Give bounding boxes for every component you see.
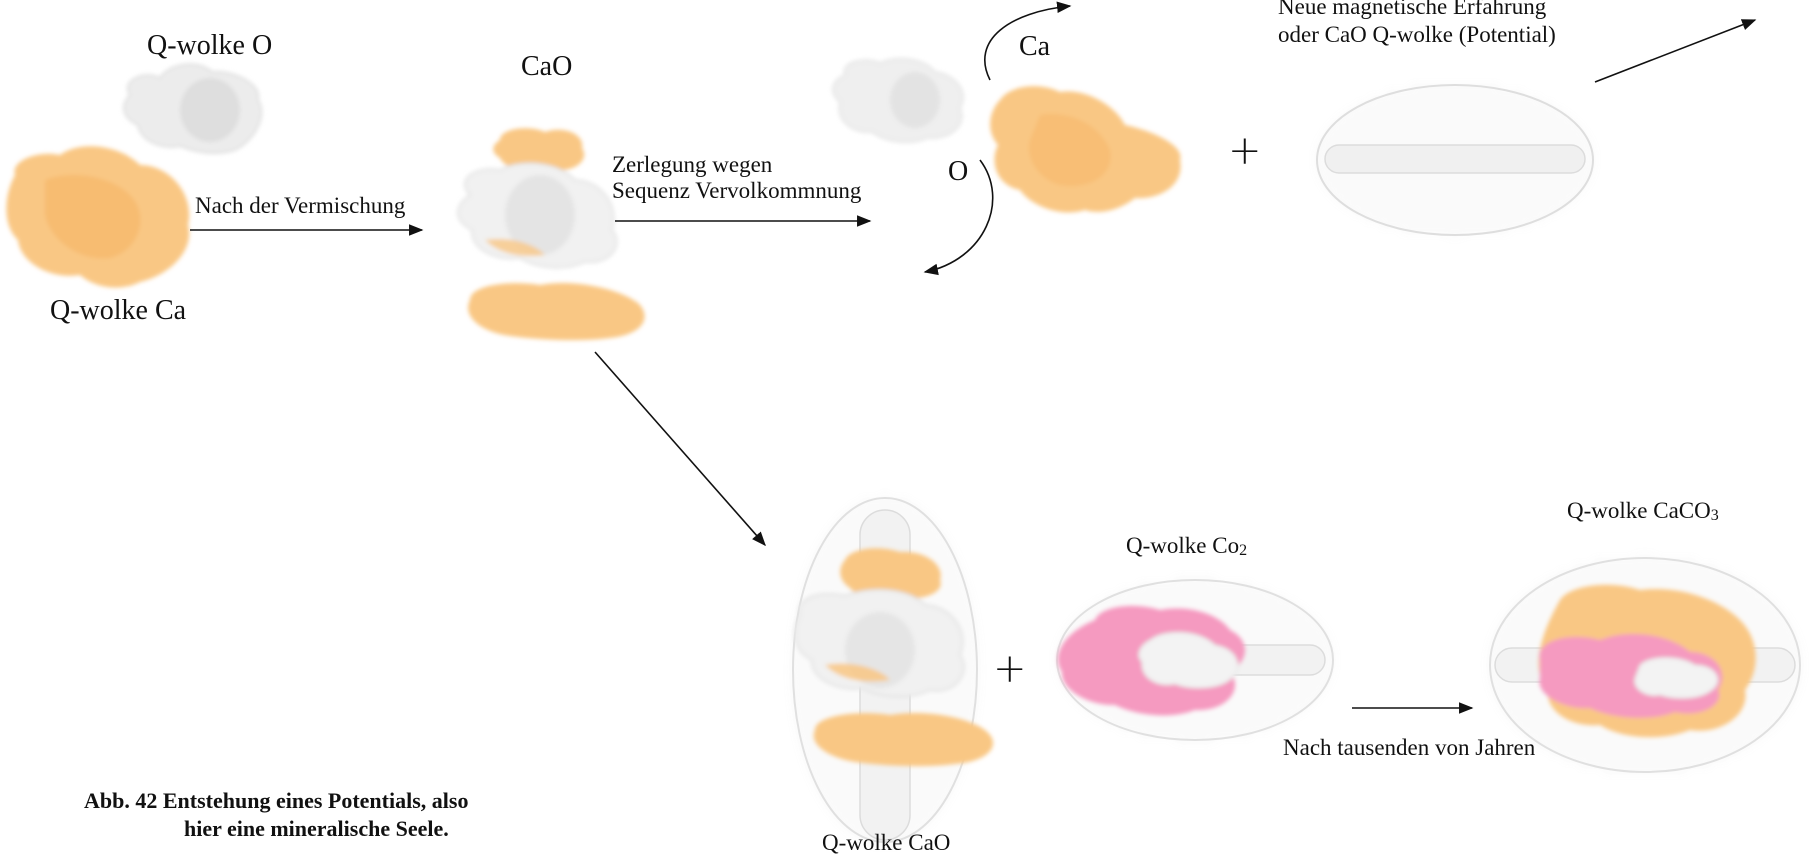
label-q-wolke-co2: Q-wolke Co2	[1126, 533, 1247, 559]
label-q-wolke-caco3: Q-wolke CaCO3	[1567, 498, 1719, 524]
caption-line1: Abb. 42 Entstehung eines Potentials, als…	[84, 788, 469, 813]
label-q-wolke-ca: Q-wolke Ca	[50, 295, 187, 326]
arrow-o-down	[923, 159, 994, 276]
o-cloud-top-right	[832, 58, 964, 143]
caption-line2: hier eine mineralische Seele.	[184, 815, 449, 841]
label-o: O	[948, 156, 969, 187]
arrow-potential-up	[1594, 19, 1757, 83]
arrow-to-cao-field	[594, 351, 766, 547]
label-zerlegung-line1: Zerlegung wegen	[612, 152, 773, 177]
magnetic-field-top	[1315, 83, 1595, 237]
label-q-wolke-caco3-text: Q-wolke CaCO	[1567, 498, 1711, 523]
o-cloud-top-left	[123, 63, 263, 154]
label-q-wolke-co2-text: Q-wolke Co	[1126, 533, 1240, 558]
arrow-ca-up	[984, 1, 1072, 81]
cao-cloud-top	[457, 128, 645, 341]
plus-sign-bottom: +	[993, 646, 1027, 692]
ca-cloud-top-left	[6, 146, 190, 288]
label-neue-line2: oder CaO Q-wolke (Potential)	[1278, 22, 1556, 47]
plus-sign-top: +	[1228, 128, 1262, 174]
label-ca: Ca	[1019, 31, 1051, 62]
label-nach-tausenden: Nach tausenden von Jahren	[1283, 735, 1536, 760]
label-neue-line1: Neue magnetische Erfahrung	[1278, 0, 1547, 19]
co2-field-bottom	[1055, 578, 1335, 742]
label-nach-der-vermischung: Nach der Vermischung	[195, 193, 406, 218]
label-q-wolke-o: Q-wolke O	[147, 30, 273, 61]
label-q-wolke-caco3-subscript: 3	[1710, 507, 1719, 524]
ca-cloud-top-right	[990, 86, 1181, 213]
figure-caption: Abb. 42 Entstehung eines Potentials, als…	[84, 787, 468, 842]
caco3-field-bottom	[1487, 555, 1803, 775]
label-q-wolke-co2-subscript: 2	[1239, 542, 1248, 559]
label-cao-top: CaO	[521, 51, 573, 82]
label-q-wolke-cao: Q-wolke CaO	[822, 830, 951, 855]
label-zerlegung-line2: Sequenz Vervolkommnung	[612, 178, 862, 203]
cao-field-bottom	[790, 495, 994, 845]
